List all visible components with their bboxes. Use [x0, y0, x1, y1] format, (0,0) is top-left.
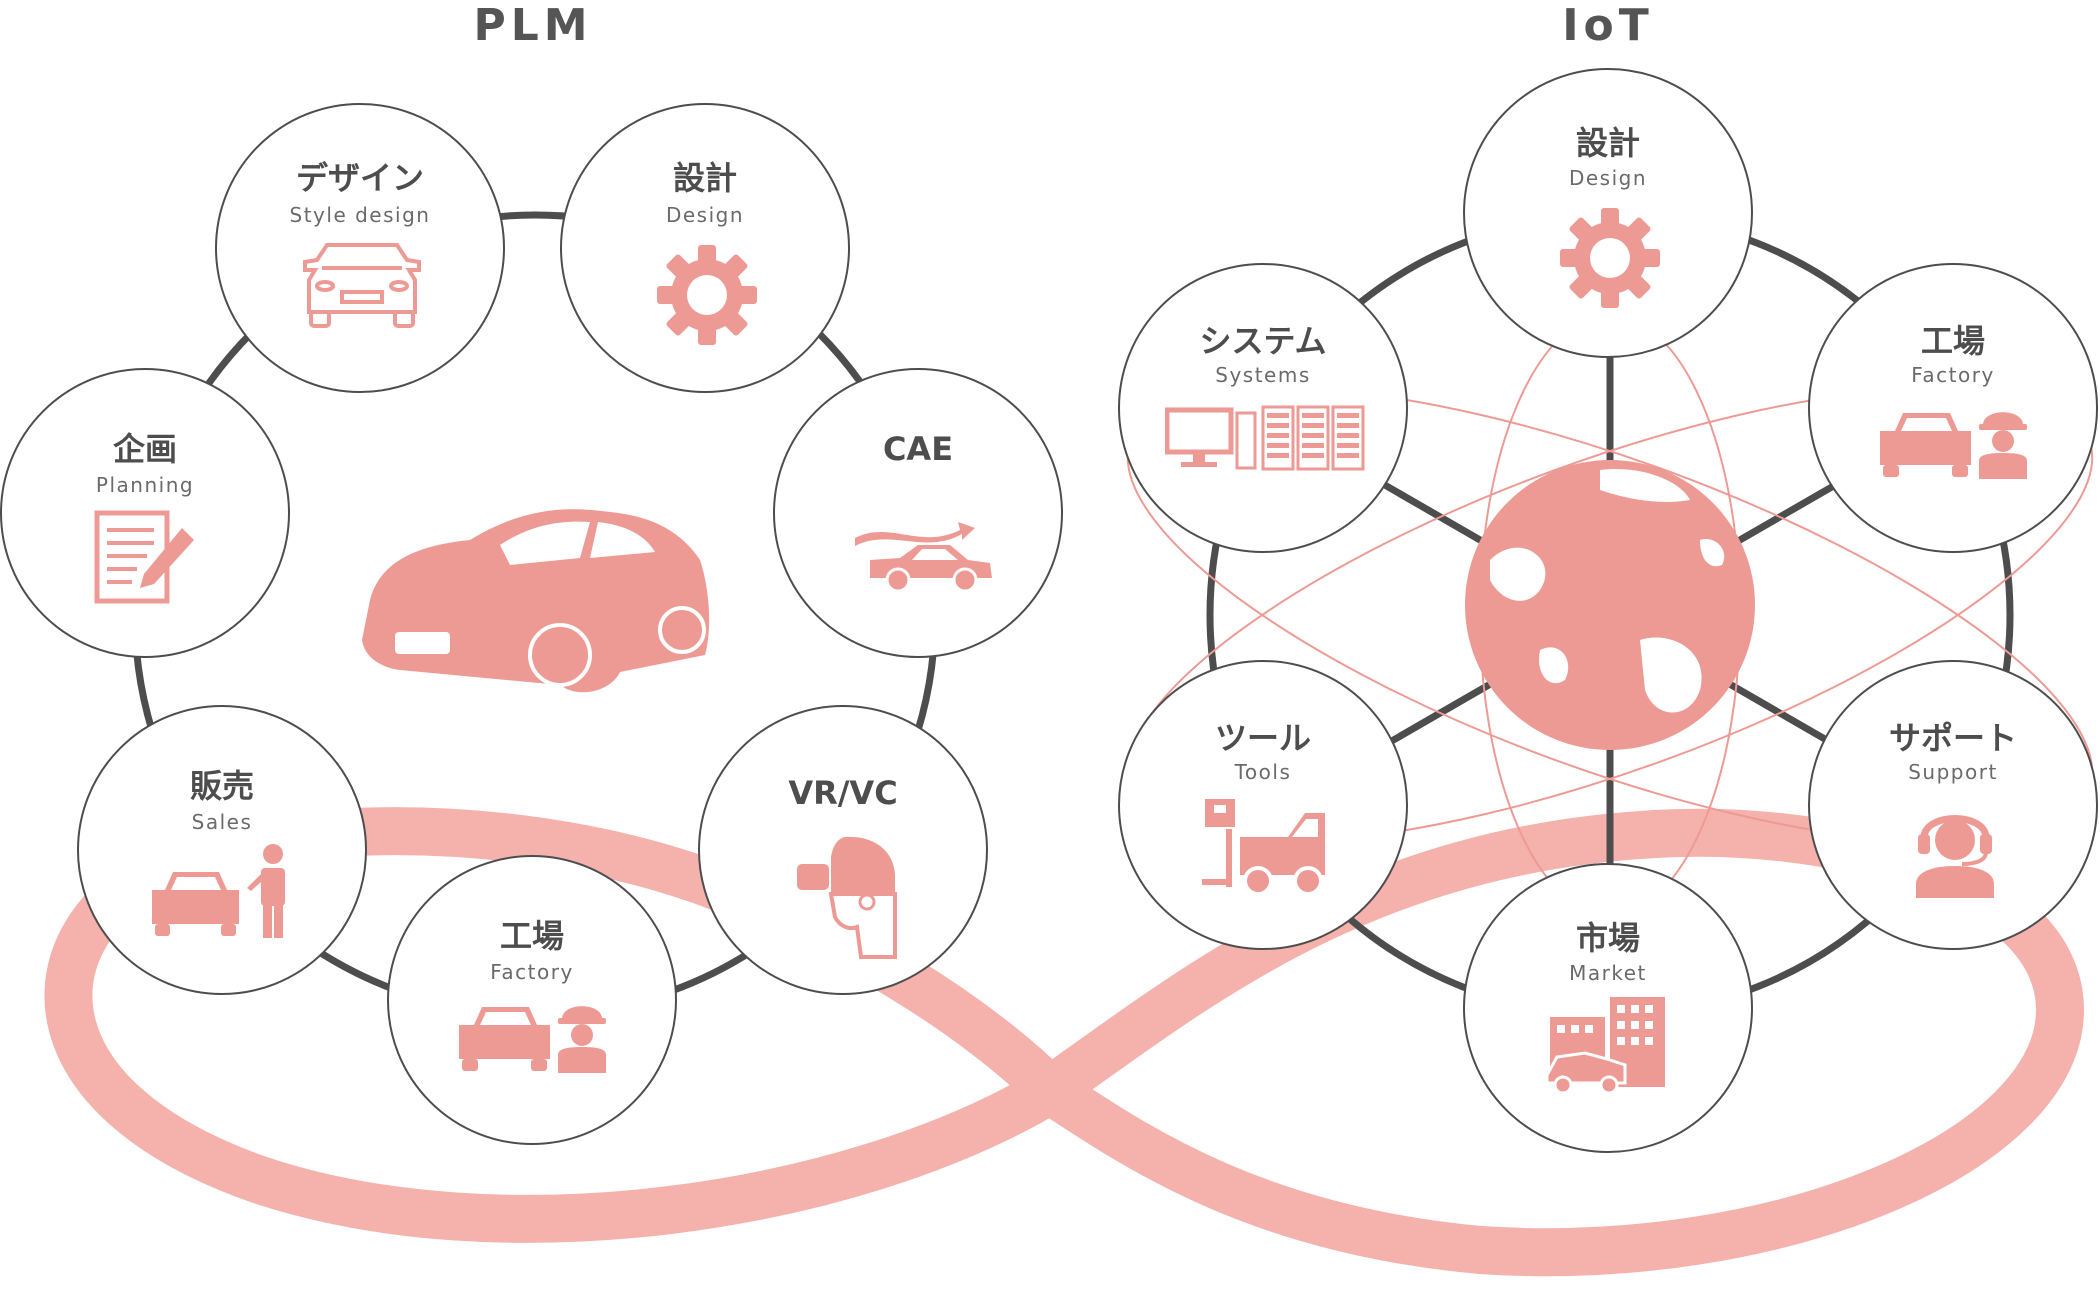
node-label-ja: ツール	[1214, 719, 1311, 757]
node-label-en: Style design	[289, 203, 431, 227]
buildings-car-icon	[1545, 997, 1665, 1095]
car-aero-icon	[855, 522, 992, 590]
node-label-en: Tools	[1234, 760, 1292, 784]
car-worker-icon	[1880, 412, 2027, 479]
node-label-ja: デザイン	[295, 159, 424, 197]
node-label-ja: 工場	[1920, 322, 1985, 360]
iot-node-market: 市場 Market	[1463, 863, 1753, 1153]
node-label-ja: システム	[1199, 322, 1327, 360]
plm-node-vrvc: VR/VC	[698, 705, 988, 995]
iot-node-systems: システム Systems	[1118, 263, 1408, 553]
node-label-en: Factory	[1911, 363, 1995, 387]
vr-headset-icon	[797, 836, 897, 959]
node-label-en: Market	[1569, 961, 1647, 985]
infinity-ribbon	[44, 807, 2084, 1277]
plm-node-factory: 工場 Factory	[387, 855, 677, 1145]
car-person-icon	[152, 844, 285, 938]
node-label-en: Systems	[1215, 363, 1311, 387]
iot-node-factory: 工場 Factory	[1808, 263, 2098, 553]
plm-node-design: 設計 Design	[560, 103, 850, 393]
computer-servers-icon	[1165, 405, 1365, 471]
plm-node-cae: CAE	[773, 368, 1063, 658]
iot-title: IoT	[1562, 0, 1654, 51]
node-label-ja: 販売	[189, 767, 254, 805]
node-label-ja: 設計	[672, 159, 737, 197]
plm-title: PLM	[473, 0, 593, 51]
node-label-ja: CAE	[882, 430, 954, 468]
plm-node-sales: 販売 Sales	[77, 705, 367, 995]
globe-icon	[1465, 460, 1755, 750]
forklift-icon	[1202, 799, 1325, 896]
node-label-en: Planning	[95, 473, 195, 497]
node-label-ja: 工場	[499, 917, 564, 955]
plm-node-planning: 企画 Planning	[0, 368, 290, 658]
node-label-en: Sales	[191, 810, 253, 834]
hatchback-car-icon	[362, 509, 710, 693]
car-worker-icon	[459, 1006, 606, 1073]
node-label-en: Design	[1568, 166, 1648, 190]
gear-icon	[657, 245, 757, 345]
node-label-en: Support	[1908, 760, 1998, 784]
node-label-ja: 企画	[112, 430, 177, 468]
iot-node-design: 設計 Design	[1463, 68, 1753, 358]
node-label-ja: VR/VC	[788, 774, 898, 812]
car-front-outline-icon	[303, 243, 421, 328]
plm-node-style-design: デザイン Style design	[215, 103, 505, 393]
node-label-en: Factory	[490, 960, 574, 984]
iot-node-tools: ツール Tools	[1118, 660, 1408, 950]
gear-icon	[1560, 208, 1660, 308]
iot-node-support: サポート Support	[1808, 660, 2098, 950]
node-label-ja: 設計	[1575, 124, 1640, 162]
headset-operator-icon	[1916, 815, 1994, 898]
document-pen-icon	[94, 510, 194, 604]
node-label-en: Design	[665, 203, 745, 227]
node-label-ja: 市場	[1575, 919, 1640, 957]
node-label-ja: サポート	[1888, 719, 2017, 757]
